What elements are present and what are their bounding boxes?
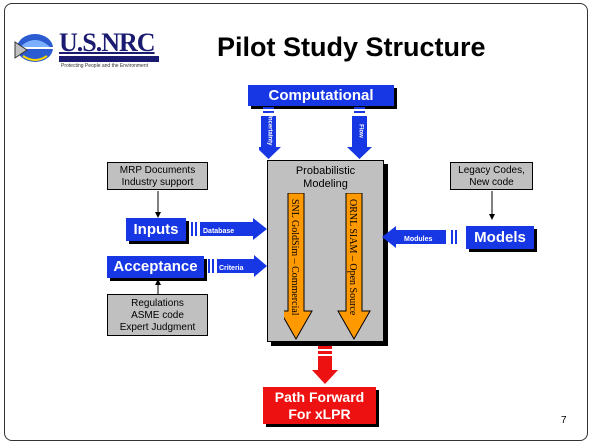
mrp-line1: MRP Documents [119,165,196,176]
probabilistic-modeling-box: Probabilistic Modeling SNL GoldSim – Com… [267,160,384,342]
criteria-arrow: Criteria [208,255,267,277]
reg-line3: Expert Judgment [119,322,196,333]
modules-label: Modules [404,236,432,243]
legacy-line2: New code [469,177,514,188]
logo-underline [59,56,159,62]
reg-line1: Regulations [131,298,184,309]
mrp-connector-arrow [155,191,161,218]
computational-box: Computational [248,85,394,106]
goldsim-label: SNL GoldSim – Commercial [289,199,300,316]
path-line1: Path Forward [274,389,365,405]
uncertainty-label: Uncertainty [267,112,273,146]
reg-line2: ASME code [131,310,184,321]
modules-arrow: Modules [382,226,457,248]
logo-text: U.S.NRC [59,28,156,57]
database-label: Database [203,228,234,235]
red-down-arrow [312,346,338,384]
logo-subtext: Protecting People and the Environment [61,63,148,69]
uncertainty-arrow [259,116,281,159]
regulations-connector-arrow [155,279,161,295]
mrp-documents-box: MRP Documents Industry support [107,162,208,190]
database-arrow: Database [191,218,267,240]
acceptance-box: Acceptance [107,256,204,278]
center-title-line1: Probabilistic [295,165,356,177]
mrp-line2: Industry support [121,177,194,188]
computational-arrows: Uncertainty Flow [259,107,372,159]
page-number: 7 [561,415,567,426]
flow-label: Flow [358,124,364,138]
path-line2: For xLPR [288,406,351,422]
inputs-box: Inputs [126,218,186,241]
nrc-globe-logo-icon [14,34,53,62]
orange-arrows [284,193,371,341]
criteria-label: Criteria [219,265,244,272]
siam-label: ORNL SIAM – Open Source [347,199,358,316]
legacy-connector-arrow [489,191,495,220]
models-box: Models [466,226,534,249]
regulations-box: Regulations ASME code Expert Judgment [107,294,208,336]
page-title: Pilot Study Structure [217,32,486,62]
slide: U.S.NRC Protecting People and the Enviro… [4,3,588,441]
legacy-line1: Legacy Codes, [458,165,525,176]
center-title-line2: Modeling [303,178,348,190]
legacy-codes-box: Legacy Codes, New code [450,162,533,190]
path-forward-box: Path Forward For xLPR [263,387,376,424]
flow-arrow [347,116,372,159]
